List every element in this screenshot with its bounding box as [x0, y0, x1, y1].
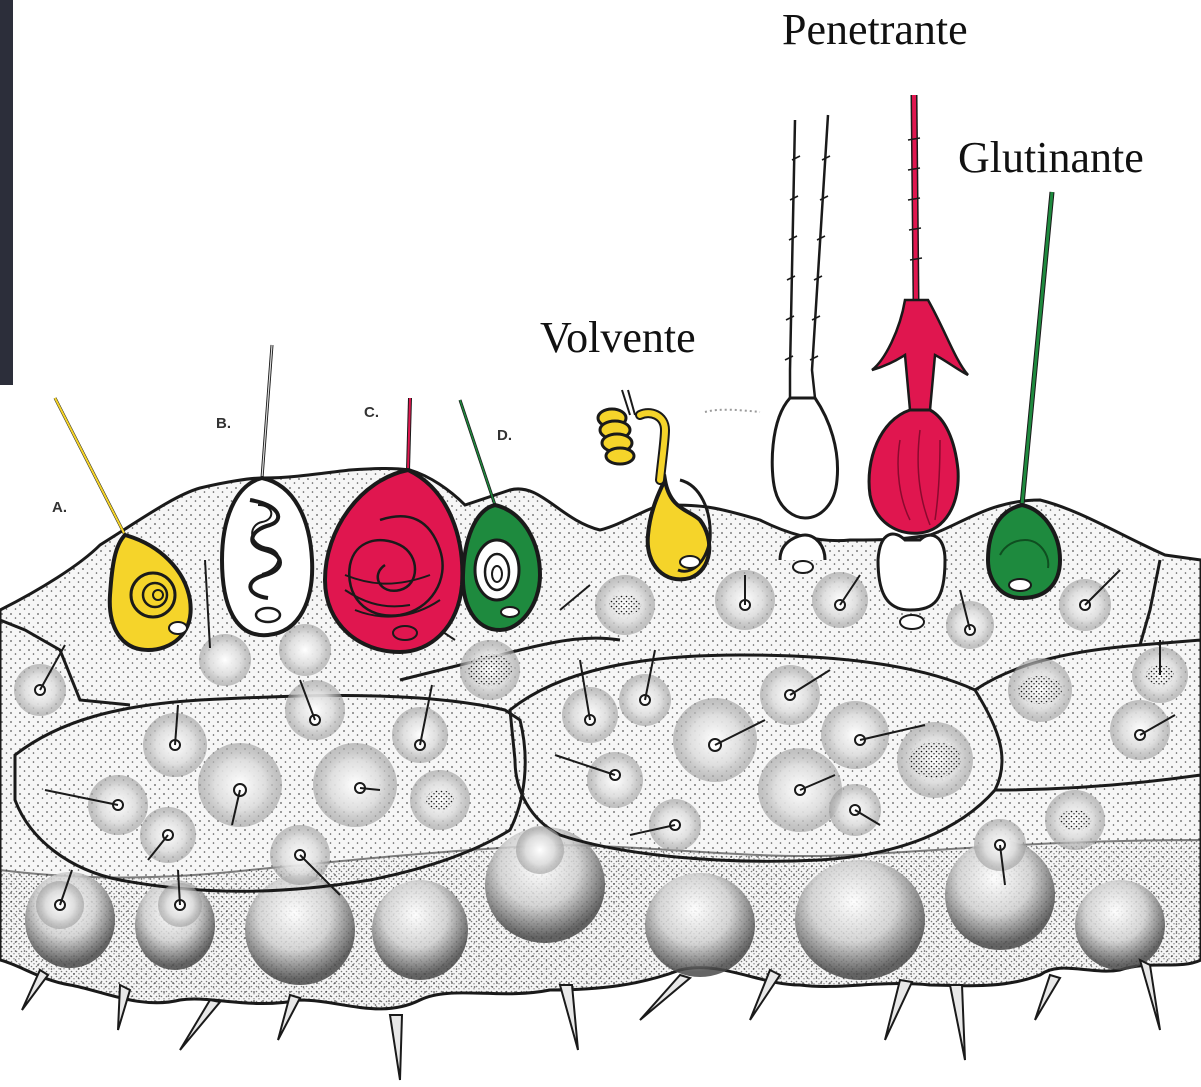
label-volvente: Volvente	[540, 316, 696, 360]
label-penetrante: Penetrante	[782, 8, 968, 52]
label-glutinante: Glutinante	[958, 136, 1144, 180]
label-cell-a: A.	[52, 500, 67, 515]
faint-mark	[705, 410, 760, 412]
nematocyst-c-red	[325, 398, 462, 652]
dark-corner	[0, 0, 13, 385]
discharged-capsule-white	[772, 115, 837, 573]
label-cell-d: D.	[497, 428, 512, 443]
glutinante-nematocyst	[988, 192, 1060, 598]
label-cell-b: B.	[216, 416, 231, 431]
label-cell-c: C.	[364, 405, 379, 420]
